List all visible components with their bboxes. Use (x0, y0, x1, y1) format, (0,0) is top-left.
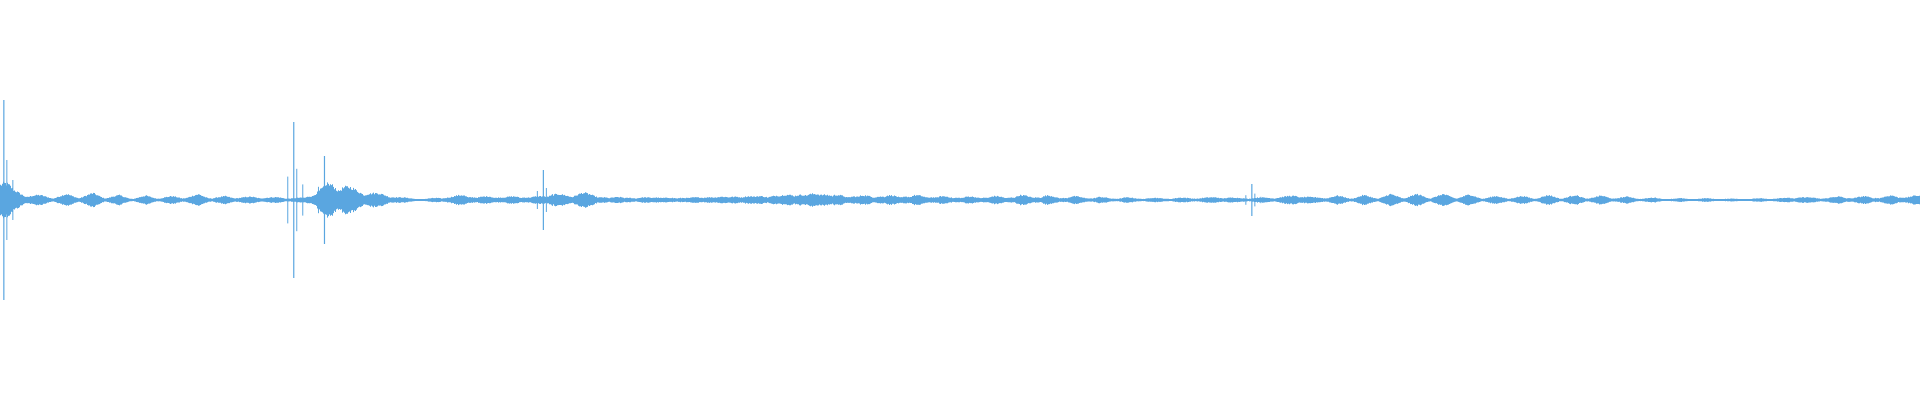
waveform-envelope (0, 181, 1920, 219)
waveform-bars (0, 100, 1920, 300)
